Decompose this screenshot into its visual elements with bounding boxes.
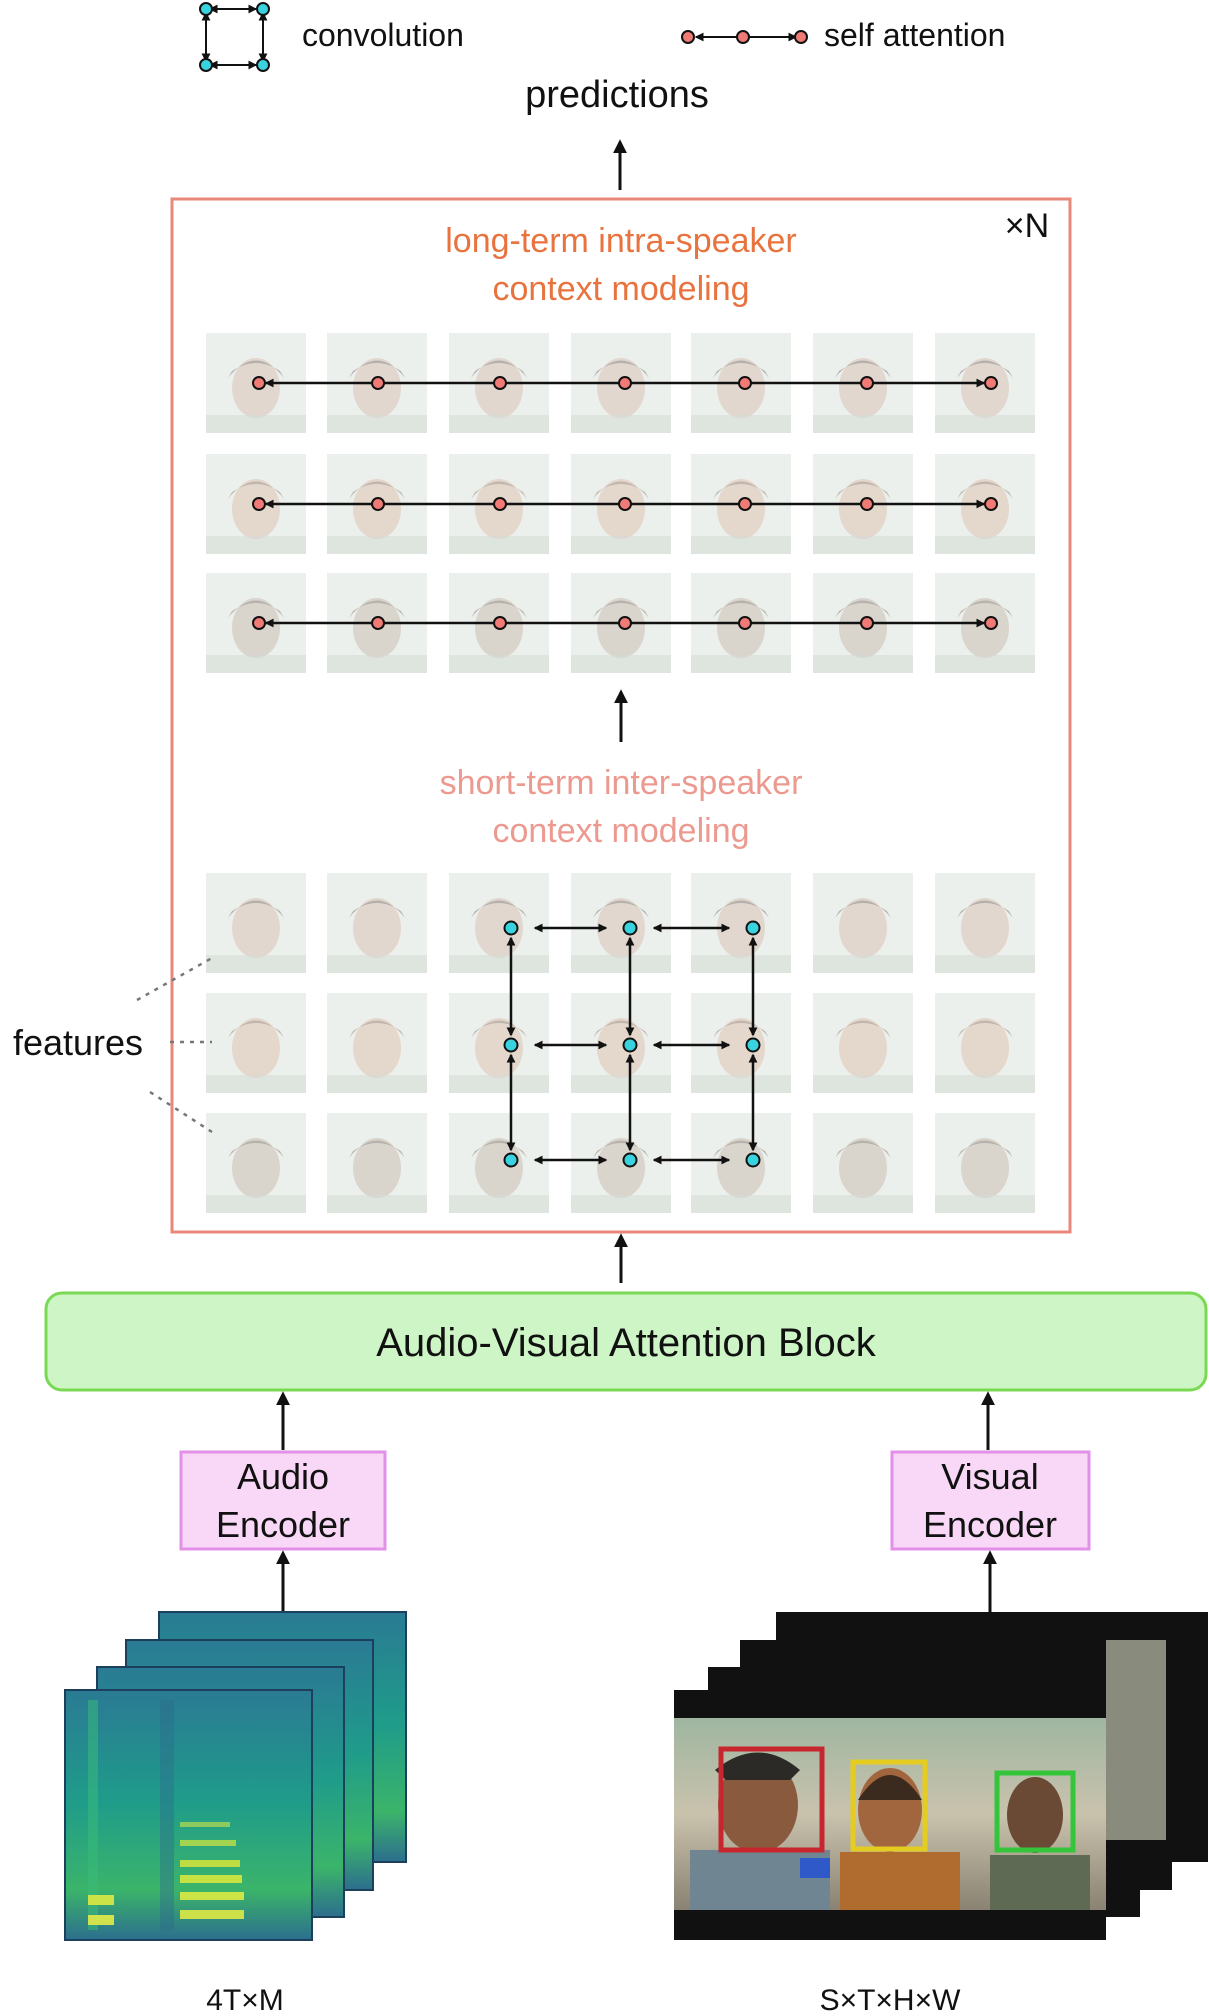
visual-encoder-line2: Encoder [923, 1504, 1057, 1545]
attention-block-label: Audio-Visual Attention Block [376, 1321, 877, 1365]
self-attention-legend-icon [681, 30, 808, 44]
short-term-thumb-speaker-1-frame-3 [449, 873, 549, 973]
convolution-node [622, 1152, 638, 1168]
long-term-self-attention-links [252, 376, 998, 630]
long-term-thumb-speaker-2-frame-7 [935, 454, 1035, 554]
self-attention-row-speaker-1 [252, 376, 998, 390]
convolution-node [745, 1037, 761, 1053]
long-term-title-line1: long-term intra-speaker [445, 222, 796, 260]
short-term-thumb-speaker-3-frame-4 [571, 1113, 671, 1213]
self-attention-node [618, 376, 632, 390]
short-term-thumb-speaker-2-frame-5 [691, 993, 791, 1093]
audio-encoder-box [179, 1450, 387, 1551]
audio-encoder-line1: Audio [237, 1456, 329, 1497]
convolution-node [503, 1152, 519, 1168]
predictions-label: predictions [525, 74, 709, 116]
short-term-convolution-links [503, 920, 761, 1168]
features-leader-lines [136, 956, 213, 1134]
long-term-thumb-speaker-2-frame-3 [449, 454, 549, 554]
short-term-thumb-speaker-3-frame-5 [691, 1113, 791, 1213]
self-attention-node [984, 497, 998, 511]
self-attention-row-speaker-2 [252, 497, 998, 511]
short-term-thumb-speaker-2-frame-3 [449, 993, 549, 1093]
repeat-count-label: ×N [1005, 207, 1049, 245]
short-term-thumb-speaker-2-frame-6 [813, 993, 913, 1093]
short-term-thumb-speaker-1-frame-6 [813, 873, 913, 973]
self-attention-node [252, 497, 266, 511]
face-box-speaker-1 [718, 1746, 825, 1853]
self-attention-node [252, 376, 266, 390]
short-term-thumb-speaker-2-frame-7 [935, 993, 1035, 1093]
self-attention-node [493, 616, 507, 630]
short-term-thumb-speaker-2-frame-4 [571, 993, 671, 1093]
short-term-frame-grid [206, 873, 1035, 1213]
audio-input-shape: 4T×M [206, 1984, 284, 2016]
long-term-thumb-speaker-1-frame-1 [206, 333, 306, 433]
convolution-node [745, 1152, 761, 1168]
convolution-node [622, 1037, 638, 1053]
convolution-legend-icon [199, 2, 270, 72]
spectrogram-harmonics [88, 1700, 244, 1930]
self-attention-node [738, 376, 752, 390]
short-term-thumb-speaker-1-frame-5 [691, 873, 791, 973]
face-box-speaker-3 [994, 1770, 1076, 1853]
audio-spectrogram-stack [64, 1611, 407, 1941]
short-term-title-line2: context modeling [492, 812, 749, 850]
convolution-node [503, 920, 519, 936]
short-term-thumb-speaker-3-frame-6 [813, 1113, 913, 1213]
self-attention-legend-label: self attention [824, 17, 1005, 53]
convolution-node [622, 920, 638, 936]
self-attention-node [493, 497, 507, 511]
features-label: features [13, 1022, 143, 1063]
short-term-thumb-speaker-3-frame-7 [935, 1113, 1035, 1213]
context-modeling-block [170, 197, 1072, 1234]
self-attention-node [860, 376, 874, 390]
short-term-thumb-speaker-2-frame-1 [206, 993, 306, 1093]
long-term-thumb-speaker-3-frame-1 [206, 573, 306, 673]
self-attention-node [371, 616, 385, 630]
convolution-node [745, 920, 761, 936]
self-attention-node [984, 376, 998, 390]
self-attention-node [252, 616, 266, 630]
video-frame-stack [674, 1612, 1208, 1940]
short-term-thumb-speaker-3-frame-1 [206, 1113, 306, 1213]
short-term-thumb-speaker-3-frame-2 [327, 1113, 427, 1213]
short-term-thumb-speaker-1-frame-1 [206, 873, 306, 973]
long-term-title-line2: context modeling [492, 270, 749, 308]
visual-encoder-box [890, 1450, 1091, 1551]
self-attention-node [984, 616, 998, 630]
scene-people [690, 1752, 1090, 1910]
short-term-title-line1: short-term inter-speaker [440, 764, 803, 802]
short-term-thumb-speaker-1-frame-7 [935, 873, 1035, 973]
short-term-thumb-speaker-1-frame-2 [327, 873, 427, 973]
audio-encoder-line2: Encoder [216, 1504, 350, 1545]
self-attention-node [738, 497, 752, 511]
short-term-thumb-speaker-2-frame-2 [327, 993, 427, 1093]
self-attention-row-speaker-3 [252, 616, 998, 630]
convolution-node [503, 1037, 519, 1053]
self-attention-node [860, 497, 874, 511]
self-attention-node [618, 616, 632, 630]
legend: convolution self attention [199, 2, 1005, 72]
self-attention-node [618, 497, 632, 511]
self-attention-node [860, 616, 874, 630]
self-attention-node [493, 376, 507, 390]
short-term-thumb-speaker-3-frame-3 [449, 1113, 549, 1213]
audio-visual-attention-block [44, 1291, 1208, 1392]
face-box-speaker-2 [850, 1759, 928, 1852]
short-term-thumb-speaker-1-frame-4 [571, 873, 671, 973]
convolution-legend-label: convolution [302, 17, 464, 53]
self-attention-node [371, 497, 385, 511]
visual-input-shape: S×T×H×W [820, 1984, 962, 2016]
self-attention-node [738, 616, 752, 630]
visual-encoder-line1: Visual [941, 1456, 1038, 1497]
self-attention-node [371, 376, 385, 390]
